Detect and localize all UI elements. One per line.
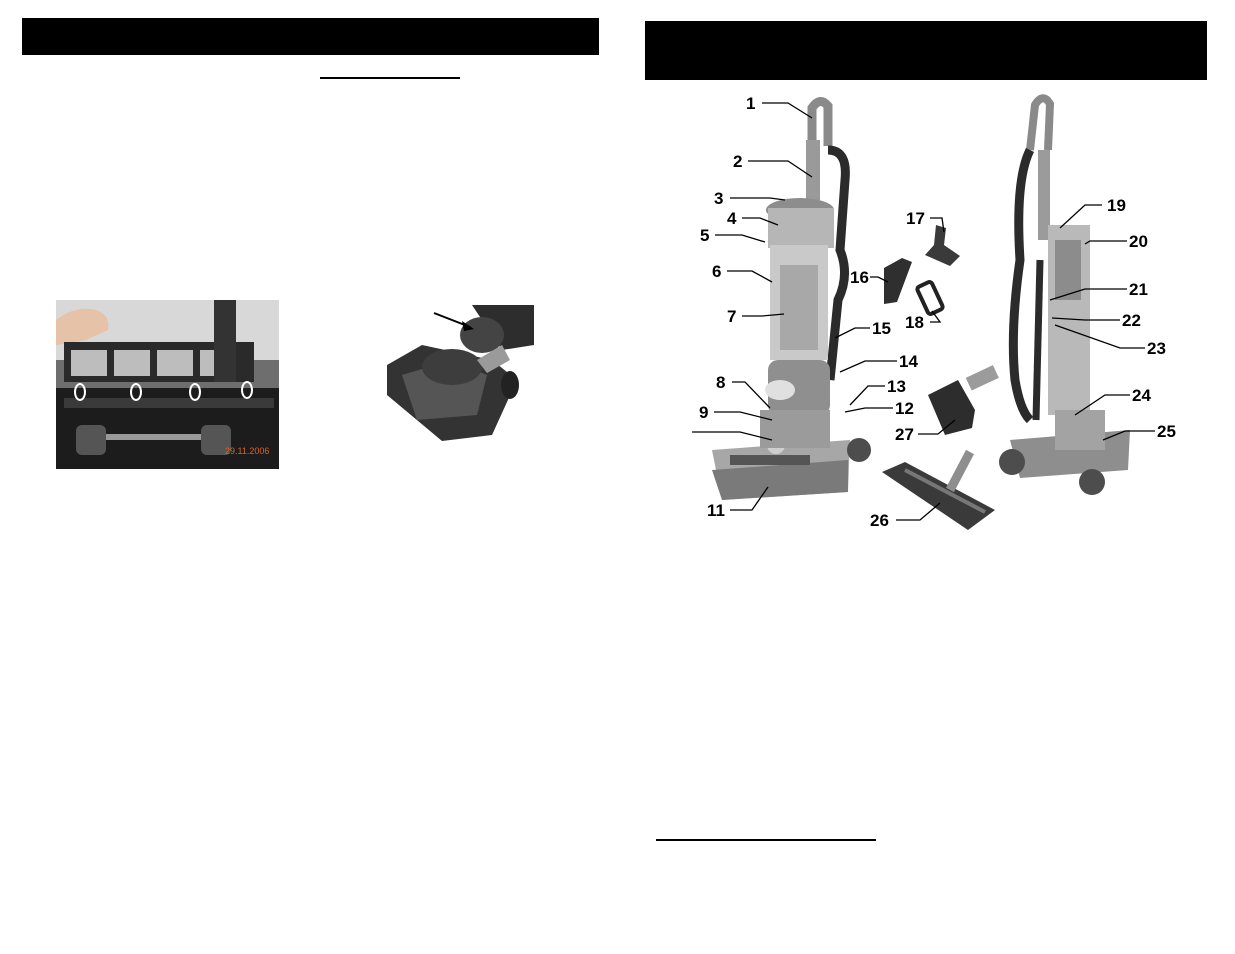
callout-9: 9 (699, 403, 708, 422)
callout-26: 26 (870, 511, 889, 530)
callout-21: 21 (1129, 280, 1148, 299)
brush-cover-photo (56, 300, 279, 469)
left-header-bar (22, 18, 599, 55)
callout-25: 25 (1157, 422, 1176, 441)
callout-17: 17 (906, 209, 925, 228)
callout-3: 3 (714, 189, 723, 208)
right-section-underline (656, 839, 876, 841)
accessory-tools-illustration (882, 225, 999, 530)
front-vacuum-illustration (712, 97, 871, 500)
vacuum-parts-diagram: 1 2 3 4 5 6 7 8 9 10 11 12 13 14 15 16 1… (692, 94, 1176, 530)
callout-20: 20 (1129, 232, 1148, 251)
callout-5: 5 (700, 226, 709, 245)
callout-numbers: 1 2 3 4 5 6 7 8 9 10 11 12 13 14 15 16 1… (699, 94, 1176, 530)
callout-19: 19 (1107, 196, 1126, 215)
callout-24: 24 (1132, 386, 1151, 405)
photo-date-stamp: 29.11.2006 (225, 446, 270, 456)
callout-16: 16 (850, 268, 869, 287)
callout-18: 18 (905, 313, 924, 332)
callout-23: 23 (1147, 339, 1166, 358)
callout-7: 7 (727, 307, 736, 326)
callout-1: 1 (746, 94, 755, 113)
left-section-underline (320, 77, 460, 79)
callout-27: 27 (895, 425, 914, 444)
callout-11: 11 (707, 501, 725, 520)
callout-6: 6 (712, 262, 721, 281)
callout-12: 12 (895, 399, 914, 418)
callout-15: 15 (872, 319, 891, 338)
callout-13: 13 (887, 377, 906, 396)
callout-22: 22 (1122, 311, 1141, 330)
callout-14: 14 (899, 352, 918, 371)
right-header-bar (645, 21, 1207, 80)
vacuum-head-photo (382, 305, 534, 441)
back-vacuum-illustration (999, 94, 1130, 495)
callout-4: 4 (727, 209, 737, 228)
callout-leader-lines (692, 102, 1155, 521)
callout-2: 2 (733, 152, 742, 171)
callout-8: 8 (716, 373, 725, 392)
